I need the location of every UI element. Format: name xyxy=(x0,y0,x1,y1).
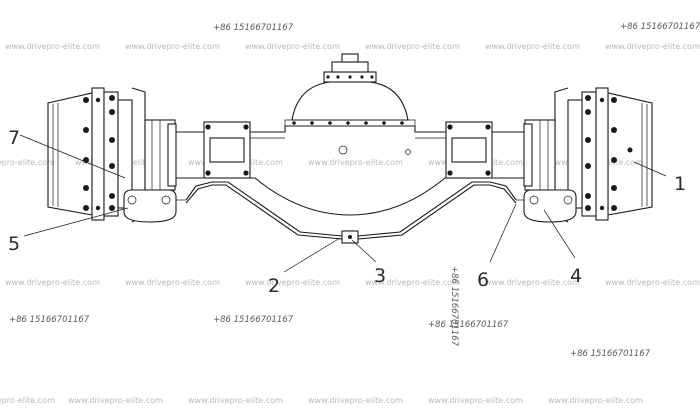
leader-lines xyxy=(19,134,667,273)
phone-number: +86 15166701167 xyxy=(213,23,294,33)
phone-number: +86 15166701167 xyxy=(428,320,509,330)
right-hub xyxy=(523,87,653,223)
right-axle-tube xyxy=(495,131,524,179)
watermark-text: www.drivepro-elite.com xyxy=(125,278,220,287)
phone-number: +86 15166701167 xyxy=(213,315,294,325)
left-axle-tube xyxy=(176,131,205,179)
callout-1: 1 xyxy=(674,173,686,195)
watermark-text: www.drivepro-elite.com xyxy=(5,278,100,287)
watermark-text: www.drivepro-elite.com xyxy=(5,42,100,51)
axle-housing xyxy=(205,53,495,216)
watermark-text: www.drivepro-elite.com xyxy=(605,278,700,287)
watermark-text: www.drivepro-elite.com xyxy=(0,158,55,167)
phone-number: +86 15166701167 xyxy=(9,315,90,325)
callout-2: 2 xyxy=(268,275,280,297)
left-spring-seat xyxy=(203,121,251,179)
left-brake-chamber xyxy=(123,189,186,223)
watermark-text: www.drivepro-elite.com xyxy=(68,396,163,405)
watermark-text: www.drivepro-elite.com xyxy=(308,396,403,405)
watermark-text: www.drivepro-elite.com xyxy=(308,158,403,167)
callout-7: 7 xyxy=(8,127,20,149)
watermark-text: www.drivepro-elite.com xyxy=(188,396,283,405)
watermark-text: www.drivepro-elite.com xyxy=(365,278,460,287)
right-brake-chamber xyxy=(516,189,577,223)
brake-pipes xyxy=(185,181,517,244)
axle-drawing xyxy=(19,53,667,273)
phone-number: +86 15166701167 xyxy=(570,349,651,359)
callout-3: 3 xyxy=(374,265,386,287)
callout-labels: 1 2 3 4 5 6 7 xyxy=(8,127,686,297)
callout-4: 4 xyxy=(570,265,582,287)
watermark-text: www.drivepro-elite.com xyxy=(0,396,55,405)
watermark-text: www.drivepro-elite.com xyxy=(485,42,580,51)
watermark-text: www.drivepro-elite.com xyxy=(125,42,220,51)
left-hub xyxy=(47,87,177,223)
right-spring-seat xyxy=(445,121,493,179)
phone-number: +86 15166701167 xyxy=(620,22,700,32)
watermark-text: www.drivepro-elite.com xyxy=(245,278,340,287)
callout-6: 6 xyxy=(477,269,489,291)
phone-number-vertical: +86 15166701167 xyxy=(449,266,459,347)
watermark-text: www.drivepro-elite.com xyxy=(605,42,700,51)
phone-layer: +86 15166701167 +86 15166701167 +86 1516… xyxy=(9,22,700,359)
callout-5: 5 xyxy=(8,233,20,255)
watermark-text: www.drivepro-elite.com xyxy=(365,42,460,51)
watermark-text: www.drivepro-elite.com xyxy=(485,278,580,287)
watermark-text: www.drivepro-elite.com xyxy=(245,42,340,51)
watermark-text: www.drivepro-elite.com xyxy=(428,396,523,405)
watermark-text: www.drivepro-elite.com xyxy=(548,396,643,405)
